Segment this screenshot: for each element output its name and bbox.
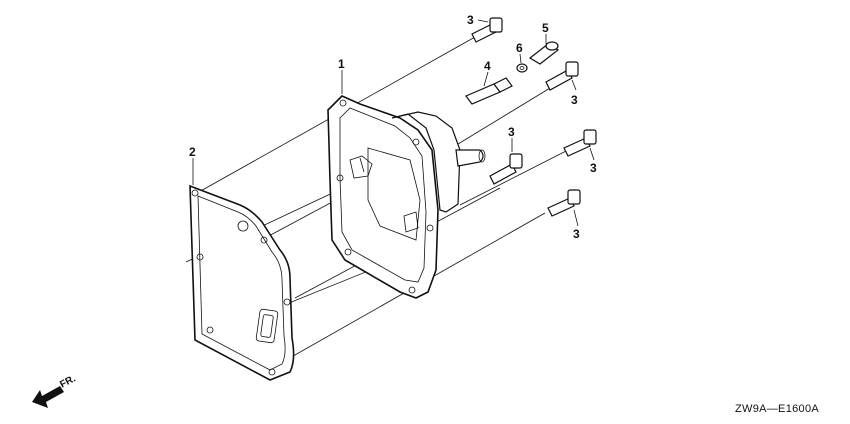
callout-bolt-right-upper: 3: [571, 93, 578, 107]
flange-bolt-middle: [489, 153, 523, 185]
washer-part: [516, 63, 528, 73]
front-direction-label: FR.: [58, 373, 78, 390]
breather-joint-part: [465, 77, 513, 105]
callout-cover: 1: [338, 57, 345, 71]
callout-gasket: 2: [189, 145, 196, 159]
callout-bolt-right-middle: 3: [590, 161, 597, 175]
callout-cap: 5: [542, 21, 549, 35]
flange-bolt-right-middle: [563, 129, 597, 157]
gasket-part: [189, 184, 295, 381]
callout-leaders: [192, 19, 595, 227]
cap-part: [528, 41, 560, 65]
callout-bolt-top: 3: [467, 13, 474, 27]
flange-bolt-top: [471, 17, 503, 43]
flange-bolt-right-upper: [545, 61, 579, 91]
flange-bolt-right-lower: [547, 189, 581, 217]
callout-washer: 6: [516, 41, 523, 55]
front-direction-arrow-icon: [32, 386, 64, 408]
diagram-code: ZW9A—E1600A: [735, 403, 819, 415]
callout-joint: 4: [484, 59, 491, 73]
head-cover-part: [327, 95, 486, 299]
callout-bolt-right-lower: 3: [573, 227, 580, 241]
callout-bolt-middle: 3: [508, 125, 515, 139]
